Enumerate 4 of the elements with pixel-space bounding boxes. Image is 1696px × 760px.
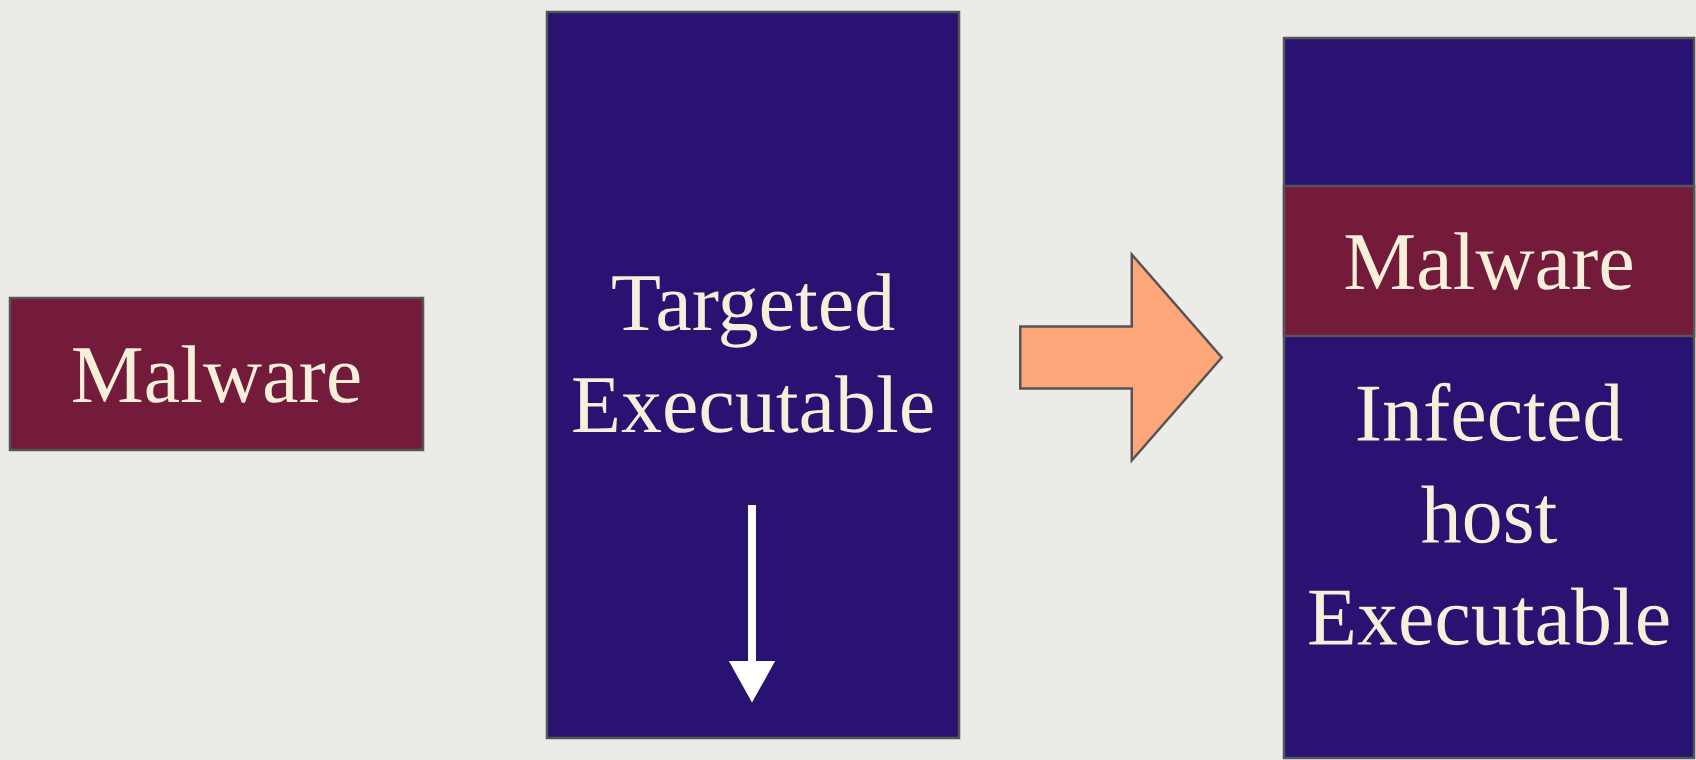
executable-box: Targeted Executable [545,10,961,740]
malware-band: Malware [1282,184,1696,338]
block-arrow [1019,251,1224,464]
malware-box: Malware [8,296,425,452]
